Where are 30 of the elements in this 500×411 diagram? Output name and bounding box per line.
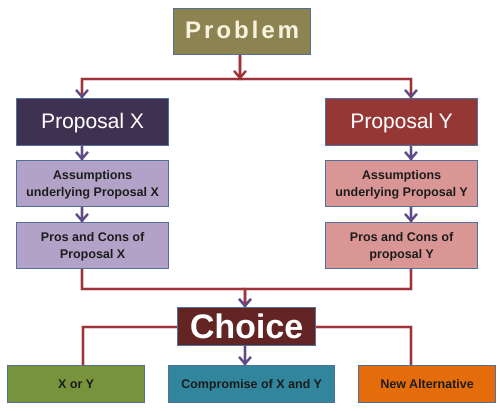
box-label: Proposal Y [350, 110, 453, 134]
arrow [404, 146, 418, 160]
box-label: New Alternative [380, 376, 474, 392]
arrow [238, 346, 252, 366]
arrow [238, 269, 412, 308]
box-label: Assumptions underlying Proposal Y [334, 166, 469, 200]
box-label: Problem [184, 18, 302, 45]
box-label: Proposal X [41, 110, 144, 134]
outcome-box [7, 365, 145, 403]
box-label: Compromise of X and Y [181, 376, 322, 392]
process-box [325, 160, 478, 207]
box-label: Pros and Cons of Proposal X [40, 228, 146, 262]
proposal-box [325, 98, 478, 146]
arrow [404, 207, 418, 222]
box-label: Assumptions underlying Proposal X [25, 166, 160, 200]
process-box [16, 222, 169, 269]
decision-box [177, 307, 316, 346]
box-label: Pros and Cons of proposal Y [348, 228, 454, 262]
process-box [325, 222, 478, 269]
box-label: X or Y [58, 376, 94, 392]
arrow [74, 207, 90, 222]
connector-line [82, 326, 177, 365]
process-box [16, 160, 169, 207]
arrow [74, 146, 90, 160]
connector-line [316, 326, 412, 365]
outcome-box [358, 365, 496, 403]
proposal-box [16, 98, 169, 146]
heading-box [173, 8, 311, 55]
outcome-box [168, 365, 335, 403]
box-label: Choice [190, 310, 304, 344]
